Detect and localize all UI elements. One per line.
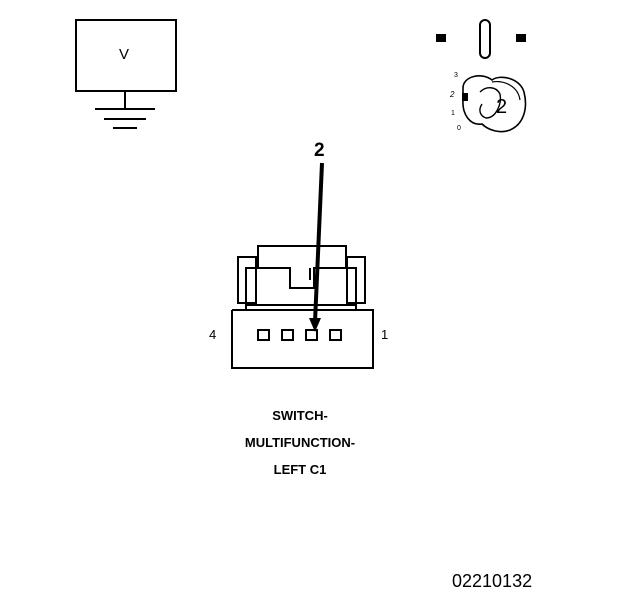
probe-pin-number: 2 — [314, 140, 325, 161]
voltmeter-symbol — [75, 19, 177, 109]
caption-line-2: MULTIFUNCTION- — [244, 435, 356, 450]
position-label-0: 0 — [457, 125, 461, 132]
voltmeter-label: V — [119, 46, 130, 63]
cavity-4 — [257, 329, 270, 341]
rotary-knob-icon — [462, 75, 527, 133]
position-label-2: 2 — [450, 90, 455, 99]
cavity-1 — [329, 329, 342, 341]
caption-line-1: SWITCH- — [272, 408, 328, 423]
connector-cavities — [257, 329, 342, 341]
pin-label-right: 1 — [381, 327, 389, 342]
figure-id: 02210132 — [452, 571, 533, 591]
connector-face — [231, 245, 374, 369]
probe-arrow — [309, 162, 324, 332]
position-label-3: 3 — [454, 72, 458, 79]
position-indicator-icon — [462, 93, 468, 101]
caption-line-3: LEFT C1 — [273, 462, 327, 477]
slot-icon — [479, 19, 491, 59]
pin-label-left: 4 — [209, 327, 217, 342]
cavity-2 — [305, 329, 318, 341]
contact-pad-left-icon — [436, 34, 446, 42]
knob-position-number: 2 — [496, 96, 508, 118]
cavity-3 — [281, 329, 294, 341]
connector-caption: SWITCH- MULTIFUNCTION- LEFT C1 — [200, 402, 400, 483]
contact-pad-right-icon — [516, 34, 526, 42]
switch-knob-detail — [436, 19, 527, 133]
position-label-1: 1 — [451, 110, 455, 117]
ground-icon — [95, 108, 155, 129]
